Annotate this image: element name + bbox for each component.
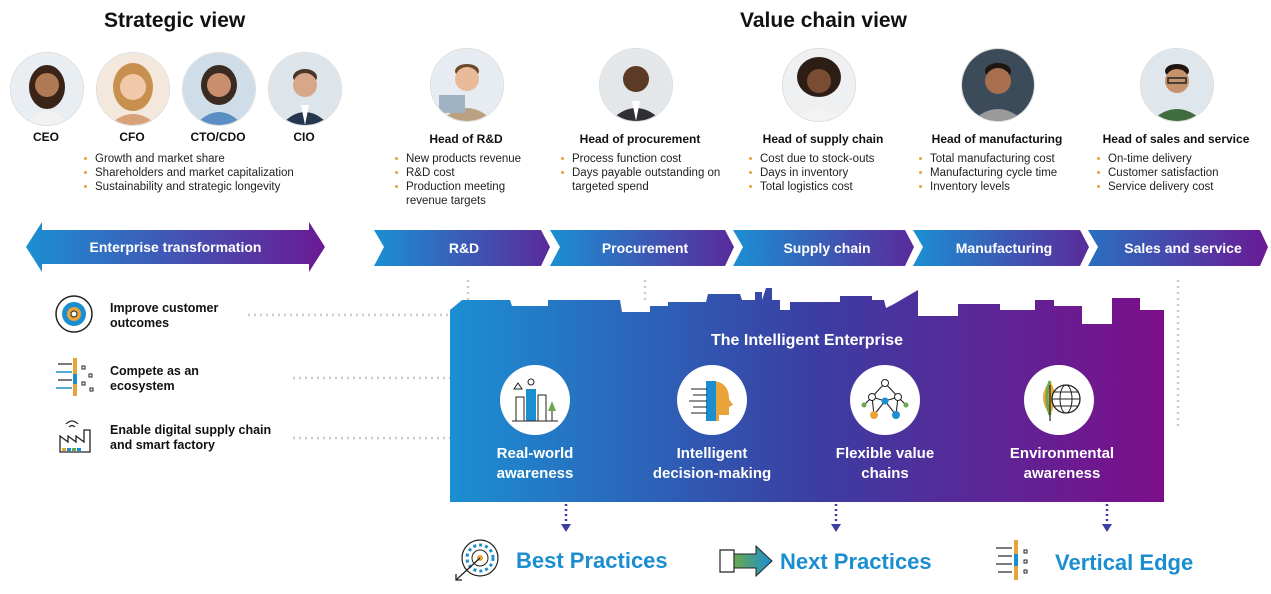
capability-flexible-value-chains: Flexible value chains bbox=[835, 445, 935, 482]
kpi-item: Cost due to stock-outs bbox=[747, 152, 897, 166]
role-head-rd: Head of R&D bbox=[429, 132, 503, 146]
target-icon bbox=[54, 294, 94, 334]
outcome-compete-ecosystem: Compete as an ecosystem bbox=[110, 364, 199, 393]
role-head-procurement: Head of procurement bbox=[579, 132, 701, 146]
kpi-item: New products revenue bbox=[393, 152, 543, 166]
ecosystem-icon bbox=[54, 356, 98, 400]
ai-head-icon bbox=[677, 365, 747, 435]
practice-vertical-edge: Vertical Edge bbox=[1055, 550, 1194, 575]
value-chain-view-title: Value chain view bbox=[740, 9, 907, 32]
network-icon bbox=[850, 365, 920, 435]
avatar-cio bbox=[268, 52, 342, 126]
intelligent-enterprise-panel bbox=[450, 288, 1164, 502]
avatar-head-sales-service bbox=[1140, 48, 1214, 122]
city-icon bbox=[500, 365, 570, 435]
stage-manufacturing: Manufacturing bbox=[955, 240, 1053, 256]
avatar-head-supply-chain bbox=[782, 48, 856, 122]
enterprise-transformation-arrow bbox=[26, 222, 325, 272]
outcome-improve-customer: Improve customer outcomes bbox=[110, 301, 219, 330]
stage-procurement: Procurement bbox=[601, 240, 689, 256]
procurement-kpi-list: Process function cost Days payable outst… bbox=[559, 152, 729, 194]
role-head-manufacturing: Head of manufacturing bbox=[931, 132, 1063, 146]
chevron-supply-chain bbox=[733, 230, 914, 266]
avatar-head-manufacturing bbox=[961, 48, 1035, 122]
stage-rd: R&D bbox=[448, 240, 480, 256]
intelligent-enterprise-title: The Intelligent Enterprise bbox=[710, 332, 904, 349]
vertical-bars-icon bbox=[994, 538, 1046, 582]
kpi-item: Service delivery cost bbox=[1095, 180, 1245, 194]
chevron-sales-service bbox=[1088, 230, 1268, 266]
role-cto-cdo: CTO/CDO bbox=[190, 130, 246, 144]
sales-service-kpi-list: On-time delivery Customer satisfaction S… bbox=[1095, 152, 1245, 194]
role-cio: CIO bbox=[293, 130, 315, 144]
role-cfo: CFO bbox=[119, 130, 145, 144]
outcome-digital-supply-chain: Enable digital supply chain and smart fa… bbox=[110, 423, 272, 452]
stage-supply-chain: Supply chain bbox=[783, 240, 871, 256]
strategic-view-title: Strategic view bbox=[104, 9, 246, 32]
avatar-head-rd bbox=[430, 48, 504, 122]
avatar-cto-cdo bbox=[182, 52, 256, 126]
kpi-item: Days in inventory bbox=[747, 166, 897, 180]
role-ceo: CEO bbox=[32, 130, 59, 144]
practice-next: Next Practices bbox=[780, 549, 932, 574]
avatar-ceo bbox=[10, 52, 84, 126]
kpi-item: Total manufacturing cost bbox=[917, 152, 1077, 166]
chevron-manufacturing bbox=[913, 230, 1089, 266]
kpi-item: R&D cost bbox=[393, 166, 543, 180]
enterprise-transformation-label: Enterprise transformation bbox=[89, 239, 262, 255]
capability-environmental: Environmental awareness bbox=[1009, 445, 1115, 482]
chevron-procurement bbox=[550, 230, 734, 266]
chevron-rd bbox=[374, 230, 550, 266]
kpi-item: Shareholders and market capitalization bbox=[82, 166, 302, 180]
kpi-item: Production meeting revenue targets bbox=[393, 180, 543, 208]
factory-icon bbox=[56, 416, 96, 456]
practice-best: Best Practices bbox=[516, 548, 668, 573]
kpi-item: Growth and market share bbox=[82, 152, 302, 166]
stage-sales-service: Sales and service bbox=[1124, 240, 1242, 256]
avatar-cfo bbox=[96, 52, 170, 126]
kpi-item: On-time delivery bbox=[1095, 152, 1245, 166]
role-head-sales-service: Head of sales and service bbox=[1102, 132, 1250, 146]
manufacturing-kpi-list: Total manufacturing cost Manufacturing c… bbox=[917, 152, 1077, 194]
kpi-item: Inventory levels bbox=[917, 180, 1077, 194]
dartboard-icon bbox=[452, 538, 500, 584]
kpi-item: Total logistics cost bbox=[747, 180, 897, 194]
arrow-forward-icon bbox=[718, 544, 774, 578]
kpi-item: Manufacturing cycle time bbox=[917, 166, 1077, 180]
kpi-item: Customer satisfaction bbox=[1095, 166, 1245, 180]
supply-chain-kpi-list: Cost due to stock-outs Days in inventory… bbox=[747, 152, 897, 194]
kpi-item: Sustainability and strategic longevity bbox=[82, 180, 302, 194]
rd-kpi-list: New products revenue R&D cost Production… bbox=[393, 152, 543, 208]
capability-intelligent-decision: Intelligent decision-making bbox=[652, 445, 772, 482]
kpi-item: Days payable outstanding on targeted spe… bbox=[559, 166, 729, 194]
strategic-kpi-list: Growth and market share Shareholders and… bbox=[82, 152, 302, 194]
role-head-supply-chain: Head of supply chain bbox=[762, 132, 884, 146]
leaf-globe-icon bbox=[1024, 365, 1094, 435]
capability-real-world: Real-world awareness bbox=[496, 445, 574, 482]
avatar-head-procurement bbox=[599, 48, 673, 122]
kpi-item: Process function cost bbox=[559, 152, 729, 166]
